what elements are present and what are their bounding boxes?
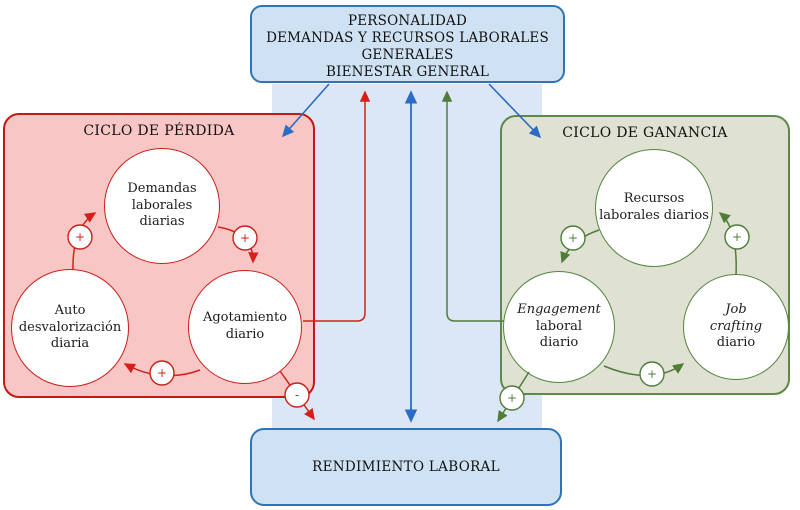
node-label-line: diario <box>539 335 579 351</box>
node-label-italic: Job <box>725 301 747 317</box>
top-box-line: BIENESTAR GENERAL <box>325 64 490 80</box>
gain-cycle-title: CICLO DE GANANCIA <box>562 125 728 141</box>
node-daily-job-crafting: Job crafting diario <box>683 274 789 380</box>
node-label: Recursos laborales diarios <box>599 191 709 223</box>
node-daily-work-engagement: Engagement laboral diario <box>503 271 615 383</box>
top-box-line: DEMANDAS Y RECURSOS LABORALES <box>266 30 549 46</box>
node-label: Auto desvalorización diaria <box>18 302 122 352</box>
node-label-italic: crafting <box>709 318 763 334</box>
node-label-line: laboral <box>535 318 583 334</box>
performance-label: RENDIMIENTO LABORAL <box>312 459 500 475</box>
node-label: Engagement laboral diario <box>517 302 601 353</box>
node-label: Demandas laborales diarias <box>127 180 197 230</box>
top-box-line: PERSONALIDAD <box>347 13 468 29</box>
performance-box: RENDIMIENTO LABORAL <box>250 428 562 506</box>
node-daily-self-undermining: Auto desvalorización diaria <box>11 269 129 387</box>
node-daily-job-resources: Recursos laborales diarios <box>595 149 713 267</box>
node-label: Job crafting diario <box>710 302 762 353</box>
node-daily-job-demands: Demandas laborales diarias <box>104 148 220 264</box>
node-daily-exhaustion: Agotamiento diario <box>188 270 302 384</box>
node-label-italic: Engagement <box>517 301 601 317</box>
top-box-line: GENERALES <box>361 47 454 63</box>
loss-cycle-title: CICLO DE PÉRDIDA <box>83 123 235 139</box>
general-factors-box: PERSONALIDAD DEMANDAS Y RECURSOS LABORAL… <box>250 5 565 83</box>
node-label: Agotamiento diario <box>202 310 288 342</box>
node-label-line: diario <box>716 335 756 351</box>
